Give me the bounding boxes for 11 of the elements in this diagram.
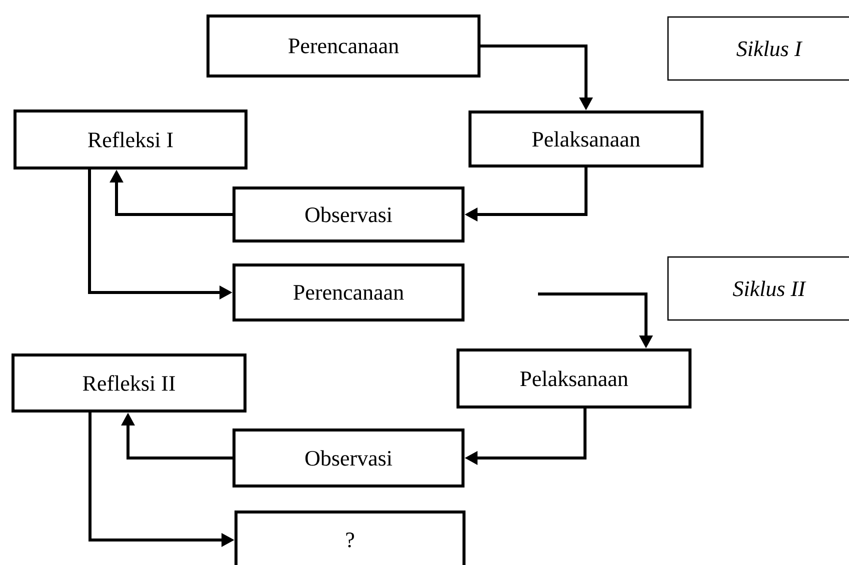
process-box: ? (234, 510, 466, 565)
process-box: Perencanaan (206, 14, 480, 78)
process-box: Pelaksanaan (468, 110, 704, 168)
cycle-label-box: Siklus II (667, 256, 849, 321)
cycle-label-box: Siklus I (667, 16, 849, 81)
process-box: Pelaksanaan (456, 348, 692, 408)
process-box: Observasi (232, 186, 464, 242)
process-box: Refleksi II (12, 354, 246, 412)
process-box: Observasi (232, 428, 464, 488)
process-box: Perencanaan (232, 264, 464, 322)
process-box: Refleksi I (14, 110, 248, 170)
